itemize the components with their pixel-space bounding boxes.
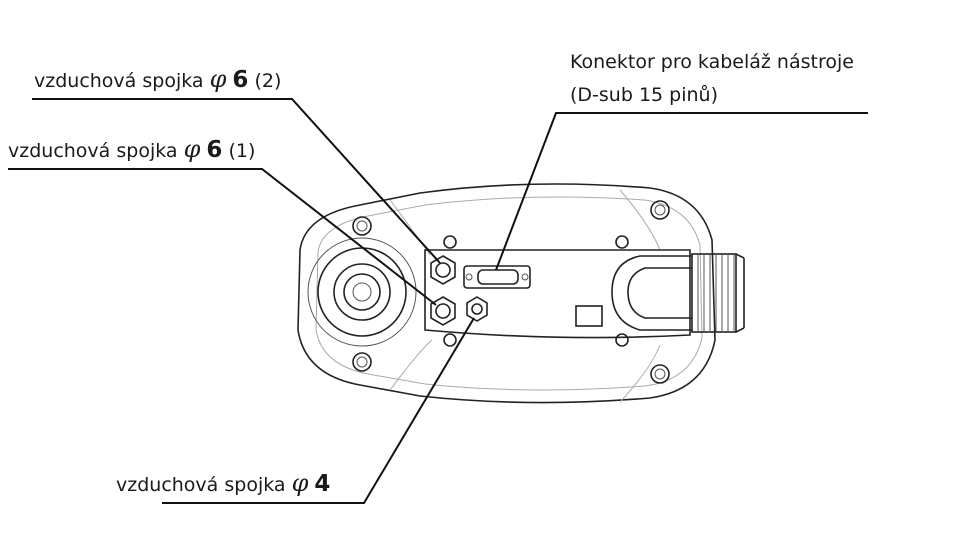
plate-holes bbox=[443, 235, 629, 347]
leader-air6-1 bbox=[8, 168, 437, 306]
inner-casing bbox=[315, 196, 703, 391]
label-connector-title: Konektor pro kabeláž nástroje bbox=[570, 51, 854, 73]
mounting-plate bbox=[424, 249, 691, 339]
air-coupling-6-1 bbox=[430, 296, 456, 326]
leader-air6-2 bbox=[32, 98, 441, 264]
cable-clamp bbox=[611, 255, 692, 331]
casing-ridge-top bbox=[389, 199, 431, 256]
device-body bbox=[297, 183, 745, 404]
leader-air4 bbox=[162, 317, 475, 504]
leader-lines bbox=[8, 98, 868, 504]
casing-ridge-top-right bbox=[619, 189, 661, 251]
ribbed-cable-end bbox=[691, 253, 745, 333]
outer-casing bbox=[297, 183, 716, 404]
screw-holes bbox=[352, 200, 670, 384]
square-block bbox=[575, 305, 603, 327]
air-coupling-4 bbox=[466, 296, 488, 322]
casing-ridge-bottom-right bbox=[619, 344, 661, 403]
label-connector-subtitle: (D-sub 15 pinů) bbox=[570, 84, 718, 106]
casing-ridge-bottom bbox=[389, 339, 433, 391]
leader-connector bbox=[495, 112, 868, 271]
left-hub bbox=[307, 237, 417, 347]
air-coupling-6-2 bbox=[430, 255, 456, 285]
